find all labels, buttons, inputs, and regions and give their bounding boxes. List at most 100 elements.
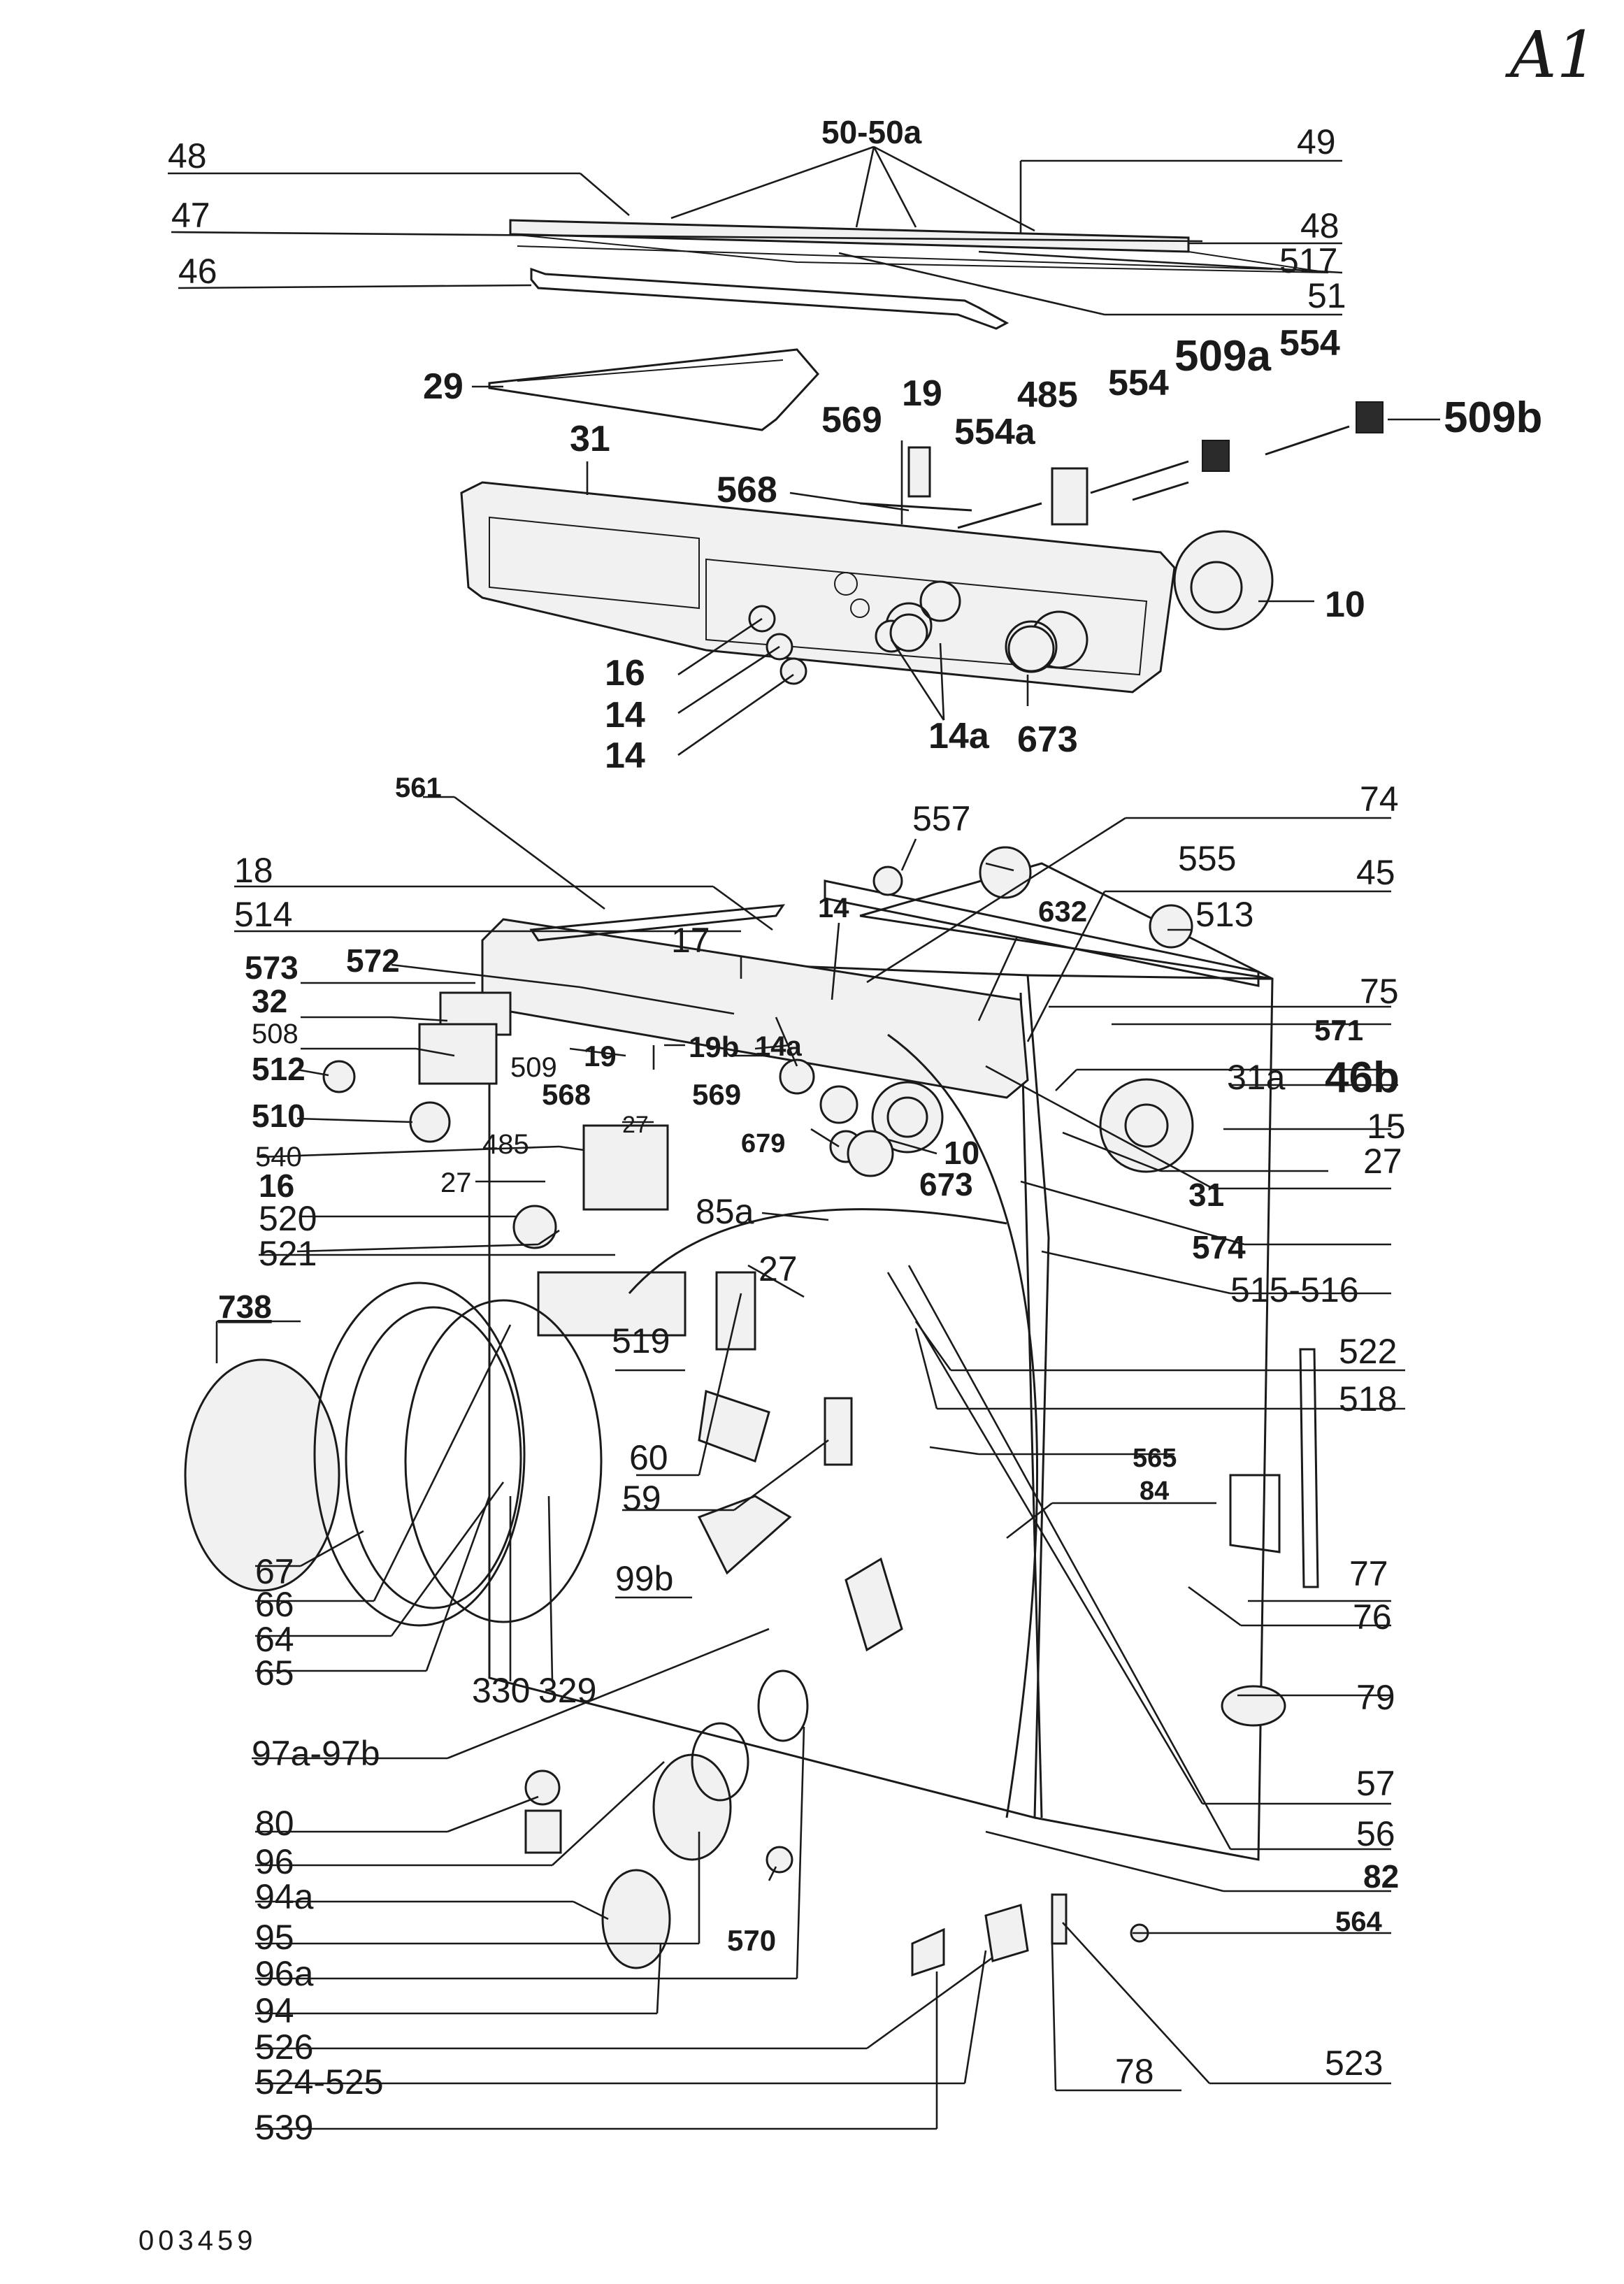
label-569-lower: 569 <box>692 1078 741 1111</box>
label-540: 540 <box>255 1142 302 1172</box>
label-96: 96 <box>255 1842 294 1881</box>
label-99b: 99b <box>615 1559 673 1598</box>
label-574: 574 <box>1192 1229 1246 1265</box>
label-526: 526 <box>255 2027 313 2067</box>
label-565: 565 <box>1133 1444 1177 1473</box>
label-520: 520 <box>259 1199 317 1238</box>
label-45: 45 <box>1356 853 1395 892</box>
label-15: 15 <box>1367 1107 1406 1146</box>
label-32: 32 <box>252 983 287 1019</box>
label-18: 18 <box>234 851 273 890</box>
label-16: 16 <box>605 653 645 694</box>
label-60: 60 <box>629 1438 668 1477</box>
label-82: 82 <box>1363 1858 1399 1895</box>
label-19: 19 <box>902 373 942 414</box>
label-97a-97b: 97a-97b <box>252 1734 380 1773</box>
label-19b: 19b <box>689 1030 739 1063</box>
part-labels: 48 47 46 50-50a 49 48 517 51 29 569 19 4… <box>168 114 1542 2147</box>
label-523: 523 <box>1325 2044 1383 2083</box>
label-94: 94 <box>255 1991 294 2030</box>
label-84: 84 <box>1140 1477 1169 1506</box>
top-small-parts <box>748 401 1384 685</box>
label-64: 64 <box>255 1620 294 1659</box>
label-568: 568 <box>717 470 777 510</box>
label-519: 519 <box>612 1321 670 1360</box>
label-521: 521 <box>259 1234 317 1273</box>
label-518: 518 <box>1339 1379 1397 1418</box>
door-assembly <box>184 1033 1039 1818</box>
label-568-lower: 568 <box>542 1078 591 1111</box>
label-78: 78 <box>1115 2052 1154 2091</box>
label-77: 77 <box>1349 1554 1388 1593</box>
label-80: 80 <box>255 1804 294 1843</box>
label-17: 17 <box>671 921 710 960</box>
label-27-center: 27 <box>759 1249 798 1288</box>
switch-parts <box>322 991 853 1466</box>
label-555: 555 <box>1178 839 1236 878</box>
label-27: 27 <box>622 1112 649 1138</box>
label-561: 561 <box>395 773 442 803</box>
label-31-lower: 31 <box>1188 1177 1224 1213</box>
label-94a: 94a <box>255 1877 314 1916</box>
page-tag: A1 <box>1504 17 1597 92</box>
label-16-lower: 16 <box>259 1168 294 1204</box>
label-330: 330 <box>472 1671 530 1710</box>
label-554a: 554a <box>954 412 1036 452</box>
label-738: 738 <box>218 1288 272 1325</box>
label-59: 59 <box>622 1479 661 1518</box>
document-code: 003459 <box>138 2225 257 2256</box>
label-27-left: 27 <box>440 1168 472 1198</box>
label-14-mid: 14 <box>818 893 849 924</box>
label-14b: 14 <box>605 735 645 776</box>
label-10: 10 <box>1325 584 1365 625</box>
label-557: 557 <box>912 799 970 838</box>
label-673: 673 <box>1017 719 1078 760</box>
right-side-panel <box>1027 974 1319 1588</box>
label-570: 570 <box>727 1924 776 1957</box>
label-14a-lower: 14a <box>755 1031 802 1062</box>
pump-assembly <box>524 1390 1286 1969</box>
label-14: 14 <box>605 695 645 735</box>
label-509: 509 <box>510 1052 557 1083</box>
label-554: 554 <box>1108 363 1169 403</box>
label-485: 485 <box>1017 375 1078 415</box>
label-57: 57 <box>1356 1764 1395 1803</box>
label-29: 29 <box>423 366 464 407</box>
label-512: 512 <box>252 1051 306 1087</box>
label-329: 329 <box>538 1671 596 1710</box>
label-14a: 14a <box>928 716 990 756</box>
label-539: 539 <box>255 2108 313 2147</box>
label-46b: 46b <box>1325 1054 1400 1102</box>
label-10-lower: 10 <box>944 1135 979 1171</box>
label-75: 75 <box>1360 972 1399 1011</box>
label-49: 49 <box>1297 122 1336 161</box>
label-76: 76 <box>1353 1597 1392 1637</box>
label-96a: 96a <box>255 1954 314 1993</box>
label-67: 67 <box>255 1552 294 1591</box>
label-572: 572 <box>346 942 400 979</box>
label-679: 679 <box>741 1129 785 1158</box>
label-508: 508 <box>252 1019 299 1049</box>
label-48: 48 <box>168 136 207 175</box>
leader-lines <box>168 145 1440 2130</box>
label-509a: 509a <box>1174 332 1271 380</box>
label-79: 79 <box>1356 1678 1395 1717</box>
label-513: 513 <box>1195 895 1253 934</box>
label-27-right: 27 <box>1363 1142 1402 1181</box>
base-parts <box>911 1893 1149 1977</box>
label-50-50a: 50-50a <box>821 114 922 150</box>
label-632: 632 <box>1038 895 1087 928</box>
label-509b: 509b <box>1444 394 1542 442</box>
label-19-lower: 19 <box>584 1040 617 1072</box>
label-517: 517 <box>1279 241 1337 280</box>
label-564: 564 <box>1335 1906 1382 1937</box>
label-554-right: 554 <box>1279 323 1340 364</box>
lower-console-bar <box>481 846 1260 1177</box>
label-85a: 85a <box>696 1192 754 1231</box>
label-66: 66 <box>255 1585 294 1624</box>
label-485-lower: 485 <box>482 1129 529 1160</box>
label-95: 95 <box>255 1918 294 1957</box>
label-514: 514 <box>234 895 292 934</box>
label-31a: 31a <box>1227 1058 1286 1097</box>
